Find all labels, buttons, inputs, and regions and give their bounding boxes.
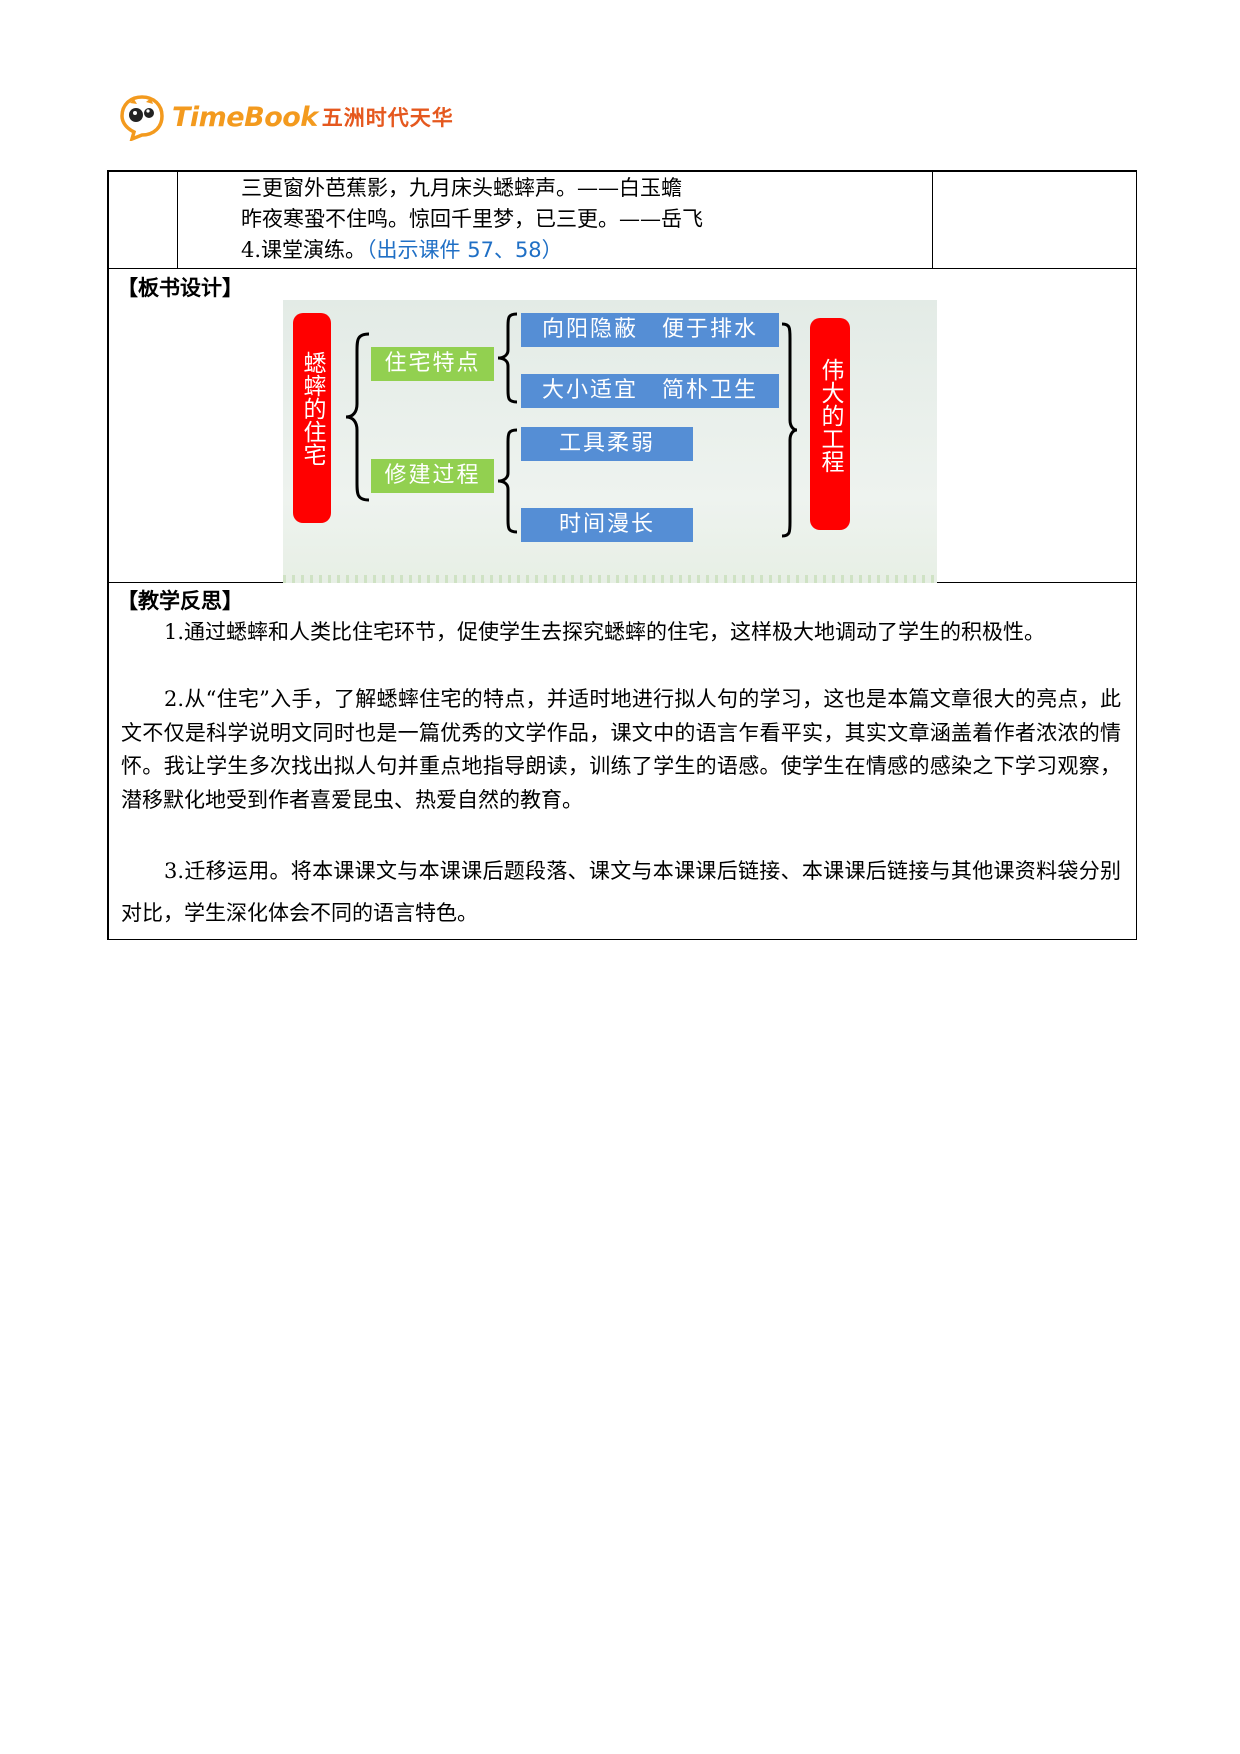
row-separator-1 — [107, 268, 1137, 269]
reflection-heading: 【教学反思】 — [117, 589, 243, 613]
right-title: 伟大的工程 — [817, 358, 843, 473]
branch-features-box: 住宅特点 — [371, 347, 494, 381]
logo-brand-cn: 五洲时代天华 — [321, 106, 454, 130]
process-item-2: 时间漫长 — [521, 508, 693, 542]
process-item-1: 工具柔弱 — [521, 427, 693, 461]
row1-divider-right — [932, 170, 933, 268]
branch-process-label: 修建过程 — [384, 463, 481, 488]
main-brace-icon — [345, 332, 370, 502]
logo-brand-en: TimeBook — [172, 101, 318, 133]
table-border-left — [107, 170, 109, 940]
branch-process-box: 修建过程 — [371, 459, 494, 493]
feature-item-1: 向阳隐蔽 便于排水 — [521, 313, 779, 347]
poem-line-2: 昨夜寒蛩不住鸣。惊回千里梦，已三更。——岳飞 — [241, 207, 703, 231]
process-brace-icon — [497, 428, 518, 534]
exercise-label: 4.课堂演练。 — [241, 238, 367, 262]
lesson-table: 三更窗外芭蕉影，九月床头蟋蟀声。——白玉蟾 昨夜寒蛩不住鸣。惊回千里梦，已三更。… — [107, 170, 1137, 940]
reflection-paragraph-2: 2.从“住宅”入手，了解蟋蟀住宅的特点，并适时地进行拟人句的学习，这也是本篇文章… — [121, 687, 1121, 812]
row1-divider-left — [177, 170, 178, 268]
poem-line-1: 三更窗外芭蕉影，九月床头蟋蟀声。——白玉蟾 — [241, 176, 682, 200]
reflection-paragraph-1: 1.通过蟋蟀和人类比住宅环节，促使学生去探究蟋蟀的住宅，这样极大地调动了学生的积… — [164, 620, 1046, 644]
timebook-logo: TimeBook 五洲时代天华 — [118, 92, 454, 142]
left-title: 蟋蟀的住宅 — [299, 351, 325, 466]
table-border-top — [107, 170, 1137, 172]
feature-item-2: 大小适宜 简朴卫生 — [521, 374, 779, 408]
features-brace-icon — [497, 312, 518, 404]
right-title-box: 伟大的工程 — [810, 318, 850, 530]
grass-decoration — [283, 575, 937, 583]
exercise-line: 4.课堂演练。（出示课件 57、58） — [241, 234, 563, 266]
branch-features-label: 住宅特点 — [384, 351, 481, 376]
table-border-bottom — [107, 938, 1137, 940]
exercise-note: （出示课件 57、58） — [366, 238, 563, 262]
right-brace-icon — [781, 322, 798, 538]
board-diagram: 蟋蟀的住宅 住宅特点 修建过程 向阳隐蔽 便于排水 大小适宜 简朴卫生 工具柔弱… — [283, 300, 937, 583]
board-design-heading: 【板书设计】 — [117, 276, 243, 300]
left-title-box: 蟋蟀的住宅 — [293, 313, 331, 523]
logo-mascot-icon — [118, 93, 166, 142]
table-border-right — [1135, 170, 1137, 940]
reflection-paragraph-3: 3.迁移运用。将本课课文与本课课后题段落、课文与本课课后链接、本课课后链接与其他… — [121, 859, 1121, 925]
